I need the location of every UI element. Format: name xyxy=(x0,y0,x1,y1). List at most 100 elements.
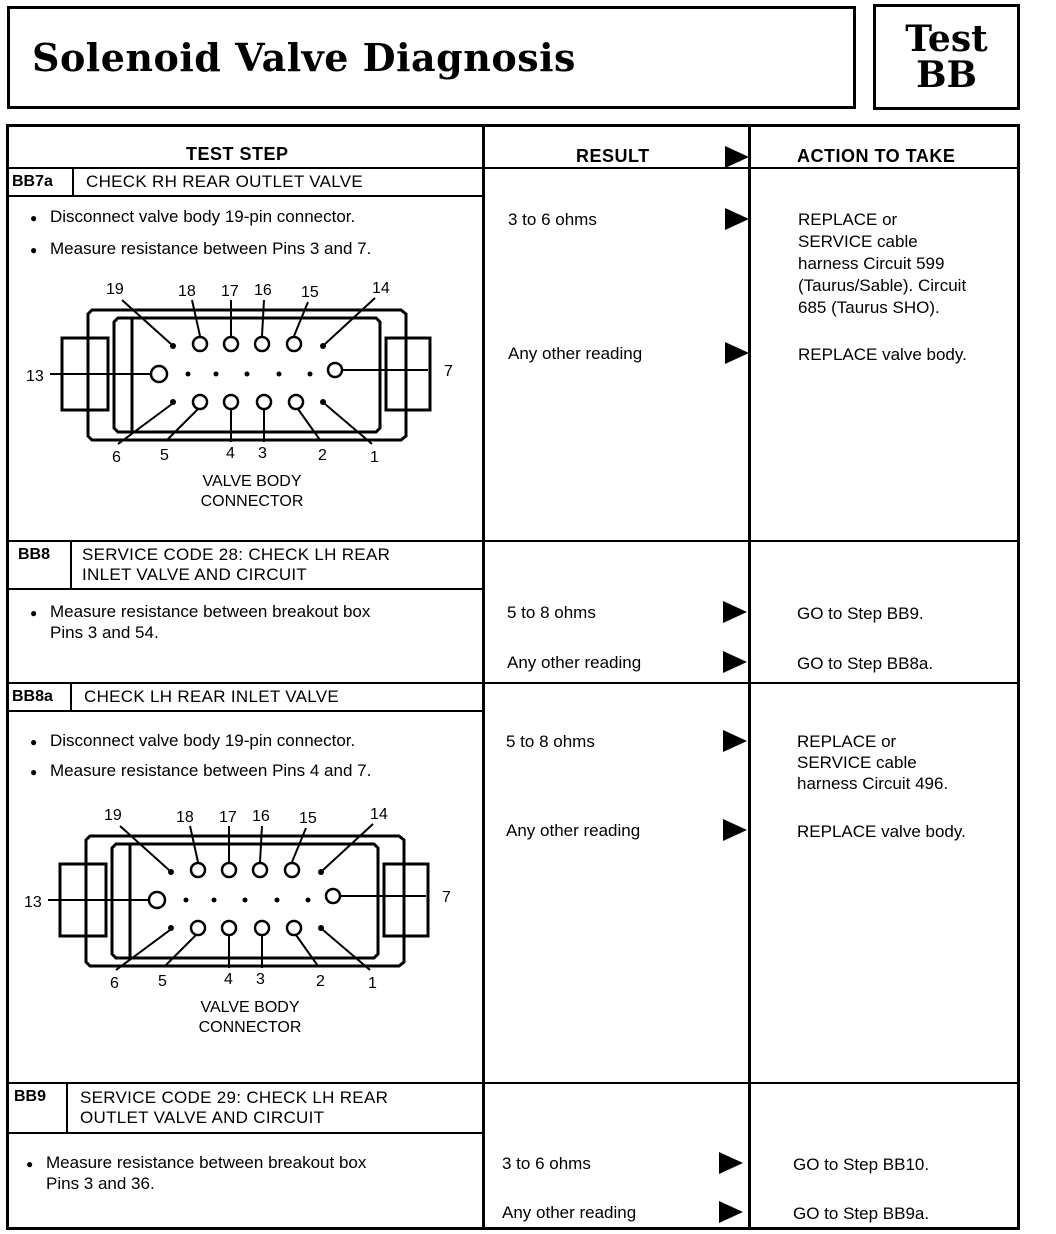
action-text: REPLACE or SERVICE cable harness Circuit… xyxy=(798,209,966,319)
pin-label: 13 xyxy=(24,894,42,911)
pin-label: 18 xyxy=(178,283,196,300)
pin-label: 4 xyxy=(224,971,233,988)
pin-label: 1 xyxy=(368,975,377,992)
step-title: CHECK RH REAR OUTLET VALVE xyxy=(86,172,364,191)
connector-label: VALVE BODY xyxy=(203,473,302,490)
step-title-line: SERVICE CODE 29: CHECK LH REAR xyxy=(80,1088,389,1107)
step-title: CHECK LH REAR INLET VALVE xyxy=(84,687,340,706)
connector-label: CONNECTOR xyxy=(201,493,304,510)
pin-label: 3 xyxy=(256,971,265,988)
action-line: REPLACE or xyxy=(798,210,898,229)
instruction-bullet: Measure resistance between breakout box … xyxy=(26,1152,367,1194)
step-title-line: INLET VALVE AND CIRCUIT xyxy=(82,565,308,584)
result-text: 3 to 6 ohms xyxy=(502,1154,591,1173)
step-title-box xyxy=(6,682,484,712)
step-code: BB8a xyxy=(12,688,53,705)
test-badge: Test BB xyxy=(873,4,1020,110)
instruction-bullet: Disconnect valve body 19-pin connector. xyxy=(30,206,355,229)
pin-label: 7 xyxy=(442,889,451,906)
action-text: REPLACE or SERVICE cable harness Circuit… xyxy=(797,731,948,794)
pin-label: 17 xyxy=(221,283,239,300)
step-title-box xyxy=(6,540,484,590)
pin-label: 4 xyxy=(226,445,235,462)
action-text: REPLACE valve body. xyxy=(797,822,966,841)
code-divider xyxy=(70,684,72,712)
action-text: GO to Step BB8a. xyxy=(797,654,934,673)
pin-label: 15 xyxy=(299,810,317,827)
result-text: 5 to 8 ohms xyxy=(506,732,595,751)
title-box: Solenoid Valve Diagnosis xyxy=(7,6,856,109)
arrow-icon xyxy=(723,730,747,752)
result-text: Any other reading xyxy=(506,821,641,840)
arrow-icon xyxy=(719,1201,743,1223)
bullet-line: Pins 3 and 36. xyxy=(46,1174,155,1193)
code-divider xyxy=(66,1084,68,1134)
action-line: SERVICE cable xyxy=(797,753,917,772)
step-code: BB7a xyxy=(12,173,53,190)
result-text: Any other reading xyxy=(508,344,643,363)
step-code: BB9 xyxy=(14,1088,47,1105)
step-title-line: SERVICE CODE 28: CHECK LH REAR xyxy=(82,545,391,564)
row-divider xyxy=(6,682,1020,684)
arrow-icon xyxy=(725,146,749,168)
step-title-line: OUTLET VALVE AND CIRCUIT xyxy=(80,1108,325,1127)
pin-label: 19 xyxy=(106,281,124,298)
pin-label: 2 xyxy=(316,973,325,990)
pin-label: 14 xyxy=(372,280,390,297)
action-text: GO to Step BB9. xyxy=(797,604,924,623)
action-line: harness Circuit 599 xyxy=(798,254,945,273)
pin-label: 3 xyxy=(258,445,267,462)
pin-label: 15 xyxy=(301,284,319,301)
action-line: 685 (Taurus SHO). xyxy=(798,298,940,317)
col-header-result: RESULT xyxy=(576,146,650,166)
pin-label: 2 xyxy=(318,447,327,464)
arrow-icon xyxy=(719,1152,743,1174)
code-divider xyxy=(70,542,72,590)
pin-label: 17 xyxy=(219,809,237,826)
result-text: 5 to 8 ohms xyxy=(507,603,596,622)
header-divider xyxy=(6,167,1020,169)
pin-label: 16 xyxy=(252,808,270,825)
bullet-line: Measure resistance between breakout box xyxy=(50,602,371,621)
arrow-icon xyxy=(723,819,747,841)
instruction-bullet: Disconnect valve body 19-pin connector. xyxy=(30,730,355,753)
pin-label: 14 xyxy=(370,806,388,823)
column-divider xyxy=(482,124,485,1230)
action-line: harness Circuit 496. xyxy=(797,774,949,793)
action-line: SERVICE cable xyxy=(798,232,918,251)
pin-label: 6 xyxy=(110,975,119,992)
pin-label: 7 xyxy=(444,363,453,380)
connector-label: CONNECTOR xyxy=(199,1019,302,1036)
pin-label: 5 xyxy=(160,447,169,464)
step-title: SERVICE CODE 29: CHECK LH REAR OUTLET VA… xyxy=(80,1088,388,1128)
bullet-line: Measure resistance between breakout box xyxy=(46,1153,367,1172)
pin-label: 5 xyxy=(158,973,167,990)
step-title: SERVICE CODE 28: CHECK LH REAR INLET VAL… xyxy=(82,545,390,585)
pin-label: 1 xyxy=(370,449,379,466)
step-code: BB8 xyxy=(18,546,51,563)
connector-diagram: 19 18 17 16 15 14 13 7 6 5 4 3 2 1 VALVE… xyxy=(24,806,451,1036)
result-text: Any other reading xyxy=(502,1203,637,1222)
arrow-icon xyxy=(725,342,749,364)
column-divider xyxy=(748,124,751,1230)
arrow-icon xyxy=(723,601,747,623)
row-divider xyxy=(6,1082,1020,1084)
col-header-test-step: TEST STEP xyxy=(186,144,289,164)
bullet-line: Pins 3 and 54. xyxy=(50,623,159,642)
action-text: REPLACE valve body. xyxy=(798,345,967,364)
pin-label: 16 xyxy=(254,282,272,299)
arrow-icon xyxy=(725,208,749,230)
pin-label: 6 xyxy=(112,449,121,466)
instruction-bullet: Measure resistance between breakout box … xyxy=(30,601,371,643)
diagnosis-table xyxy=(6,124,1020,1230)
arrow-icon xyxy=(723,651,747,673)
connector-diagram: 19 18 17 16 15 14 13 7 6 5 4 3 2 1 VALVE… xyxy=(26,280,453,510)
pin-label: 19 xyxy=(104,807,122,824)
col-header-action: ACTION TO TAKE xyxy=(797,146,956,166)
test-label: Test xyxy=(905,18,988,60)
action-line: REPLACE or xyxy=(797,732,897,751)
result-text: 3 to 6 ohms xyxy=(508,210,597,229)
page-title: Solenoid Valve Diagnosis xyxy=(32,35,576,80)
action-line: (Taurus/Sable). Circuit xyxy=(798,276,967,295)
instruction-bullet: Measure resistance between Pins 4 and 7. xyxy=(30,760,371,783)
